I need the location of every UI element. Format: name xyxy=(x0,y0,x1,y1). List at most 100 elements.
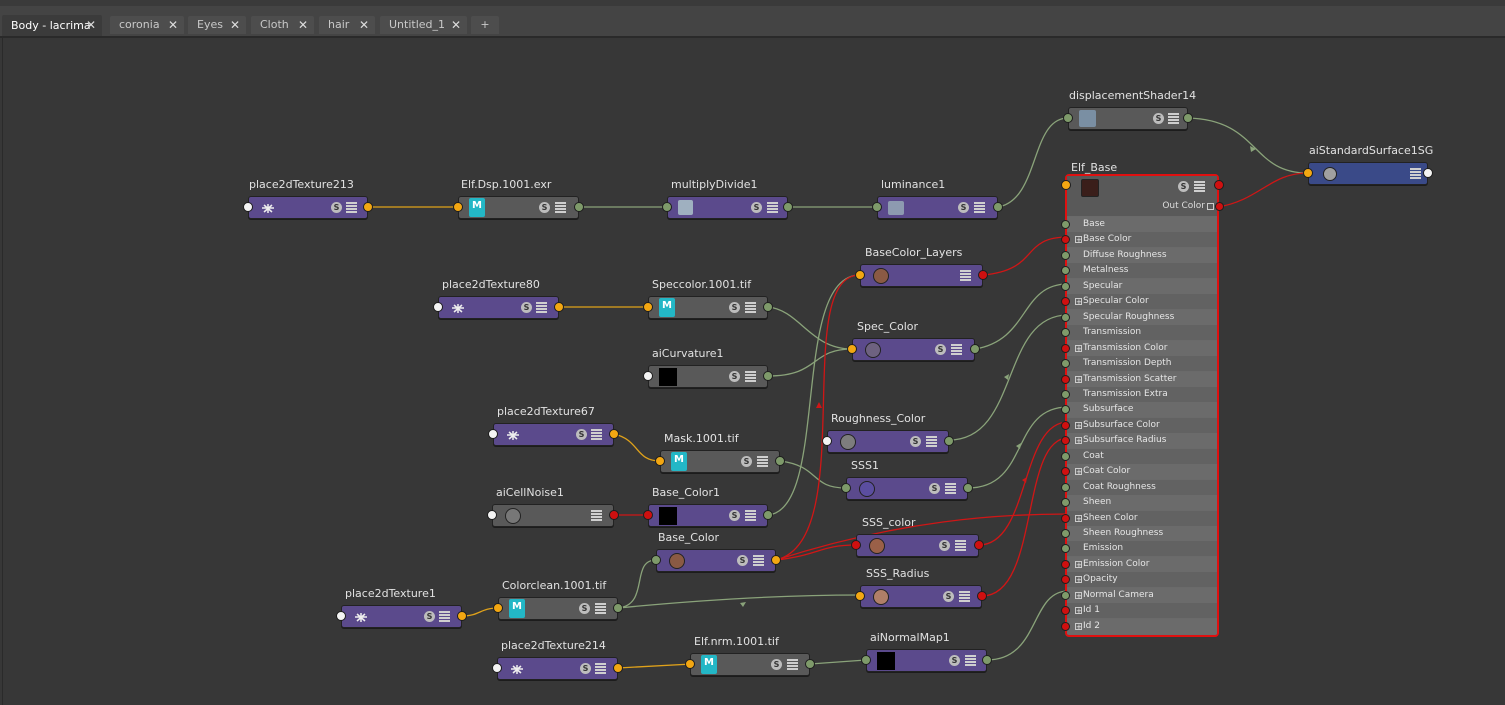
attribute-row[interactable]: Base xyxy=(1061,217,1217,232)
input-port[interactable] xyxy=(1303,168,1313,178)
node-multiplyDivide1[interactable]: multiplyDivide1 S xyxy=(662,178,793,219)
swatch-toggle-icon[interactable]: S xyxy=(579,603,590,614)
attribute-row[interactable]: Metalness xyxy=(1061,263,1217,279)
swatch-toggle-icon[interactable]: S xyxy=(729,371,740,382)
out-color-port[interactable] xyxy=(1215,202,1224,211)
node-base-color[interactable]: Base_Color S xyxy=(651,531,781,572)
swatch-toggle-icon[interactable]: S xyxy=(949,655,960,666)
attribute-row[interactable]: Subsurface xyxy=(1061,402,1217,418)
attribute-port[interactable] xyxy=(1061,467,1070,477)
attribute-list-icon[interactable] xyxy=(595,603,606,614)
output-port[interactable] xyxy=(805,659,815,669)
attribute-row[interactable]: +Sheen Color xyxy=(1061,510,1217,526)
attribute-port[interactable] xyxy=(1061,498,1070,508)
attribute-list-icon[interactable] xyxy=(959,591,970,602)
node-place2dTexture213[interactable]: place2dTexture213 S xyxy=(243,178,373,219)
attribute-list-icon[interactable] xyxy=(1410,168,1421,179)
node-aiCurvature1[interactable]: aiCurvature1 S xyxy=(643,347,773,388)
attribute-port[interactable] xyxy=(1061,312,1070,322)
attribute-list-icon[interactable] xyxy=(745,371,756,382)
attribute-list-icon[interactable] xyxy=(1194,181,1205,192)
attribute-row[interactable]: Specular xyxy=(1061,278,1217,294)
expand-icon[interactable]: + xyxy=(1075,560,1082,569)
node-elf-dsp-file[interactable]: Elf.Dsp.1001.exr M S xyxy=(453,178,584,219)
swatch-toggle-icon[interactable]: S xyxy=(910,436,921,447)
output-port[interactable] xyxy=(977,591,987,601)
node-place2dTexture1[interactable]: place2dTexture1 S xyxy=(336,587,467,628)
swatch-toggle-icon[interactable]: S xyxy=(729,302,740,313)
node-aiCellNoise1[interactable]: aiCellNoise1 xyxy=(487,486,619,527)
input-port[interactable] xyxy=(433,302,443,312)
node-speccolor-file[interactable]: Speccolor.1001.tif M S xyxy=(643,278,773,319)
attribute-row[interactable]: +Id 1 xyxy=(1061,603,1217,619)
output-port[interactable] xyxy=(771,555,781,565)
output-port[interactable] xyxy=(775,456,785,466)
output-port[interactable] xyxy=(457,611,467,621)
swatch-toggle-icon[interactable]: S xyxy=(751,202,762,213)
attribute-list-icon[interactable] xyxy=(745,302,756,313)
node-aiStandardSurface1SG[interactable]: aiStandardSurface1SG xyxy=(1303,144,1433,185)
expand-icon[interactable]: + xyxy=(1075,236,1082,245)
output-port[interactable] xyxy=(363,202,373,212)
swatch-toggle-icon[interactable]: S xyxy=(539,202,550,213)
input-port[interactable] xyxy=(336,611,346,621)
swatch-toggle-icon[interactable]: S xyxy=(1178,181,1189,192)
expand-icon[interactable]: + xyxy=(1075,344,1082,353)
attribute-list-icon[interactable] xyxy=(1168,113,1179,124)
attribute-list-icon[interactable] xyxy=(955,540,966,551)
expand-icon[interactable]: + xyxy=(1075,514,1082,523)
node-elf-nrm-file[interactable]: Elf.nrm.1001.tif M S xyxy=(685,635,815,676)
output-port[interactable] xyxy=(613,603,623,613)
node-colorclean-file[interactable]: Colorclean.1001.tif M S xyxy=(493,579,623,620)
attribute-port[interactable] xyxy=(1061,436,1070,446)
input-port[interactable] xyxy=(492,663,502,673)
close-icon[interactable]: ✕ xyxy=(85,18,96,32)
attribute-row[interactable]: +Base Color xyxy=(1061,232,1217,248)
input-port[interactable] xyxy=(851,540,861,550)
attribute-list-icon[interactable] xyxy=(787,659,798,670)
attribute-port[interactable] xyxy=(1061,590,1070,600)
input-port[interactable] xyxy=(453,202,463,212)
attribute-row[interactable]: Sheen xyxy=(1061,495,1217,511)
attribute-row[interactable]: Transmission Depth xyxy=(1061,356,1217,372)
attribute-list-icon[interactable] xyxy=(555,202,566,213)
node-roughness-color[interactable]: Roughness_Color S xyxy=(822,412,954,453)
swatch-toggle-icon[interactable]: S xyxy=(929,483,940,494)
tab-eyes[interactable]: Eyes ✕ xyxy=(188,16,246,34)
attribute-list-icon[interactable] xyxy=(745,510,756,521)
expand-icon[interactable]: + xyxy=(1075,576,1082,585)
output-port[interactable] xyxy=(1183,113,1193,123)
close-icon[interactable]: ✕ xyxy=(297,18,308,32)
attribute-list-icon[interactable] xyxy=(951,344,962,355)
attribute-list-icon[interactable] xyxy=(346,202,357,213)
output-port[interactable] xyxy=(783,202,793,212)
swatch-toggle-icon[interactable]: S xyxy=(939,540,950,551)
expand-icon[interactable]: + xyxy=(1075,591,1082,600)
attribute-port[interactable] xyxy=(1061,343,1070,353)
output-port[interactable] xyxy=(974,540,984,550)
swatch-toggle-icon[interactable]: S xyxy=(576,429,587,440)
attribute-port[interactable] xyxy=(1061,420,1070,430)
attribute-row[interactable]: +Transmission Scatter xyxy=(1061,371,1217,387)
close-icon[interactable]: ✕ xyxy=(167,18,178,32)
input-port[interactable] xyxy=(847,344,857,354)
tab-untitled-1[interactable]: Untitled_1 ✕ xyxy=(380,16,467,34)
expand-icon[interactable]: + xyxy=(1075,421,1082,430)
swatch-toggle-icon[interactable]: S xyxy=(741,456,752,467)
attribute-port[interactable] xyxy=(1061,559,1070,569)
attribute-port[interactable] xyxy=(1061,621,1070,631)
attribute-row[interactable]: Diffuse Roughness xyxy=(1061,247,1217,263)
node-spec-color[interactable]: Spec_Color S xyxy=(847,320,980,361)
node-luminance1[interactable]: luminance1 S xyxy=(872,178,1003,219)
add-tab-button[interactable]: + xyxy=(471,16,499,34)
attribute-row[interactable]: Specular Roughness xyxy=(1061,309,1217,325)
node-sss-color[interactable]: SSS_color S xyxy=(851,516,984,557)
output-port[interactable] xyxy=(1423,168,1433,178)
attribute-row[interactable]: +Subsurface Radius xyxy=(1061,433,1217,449)
swatch-toggle-icon[interactable]: S xyxy=(424,611,435,622)
tab-body-lacrima[interactable]: Body - lacrima ✕ xyxy=(2,15,102,36)
node-mask-file[interactable]: Mask.1001.tif M S xyxy=(655,432,785,473)
attribute-row[interactable]: +Normal Camera xyxy=(1061,587,1217,603)
expand-icon[interactable]: + xyxy=(1075,607,1082,616)
